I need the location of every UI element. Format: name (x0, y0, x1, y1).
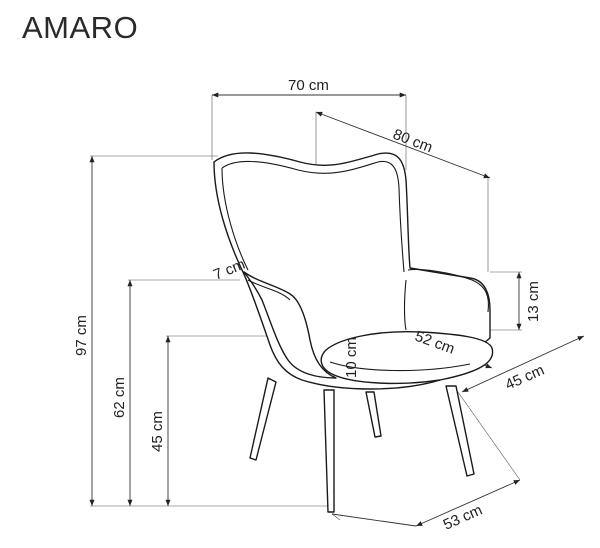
leg-back-left (249, 377, 277, 461)
label-seat-depth: 45 cm (503, 362, 547, 394)
dim-line-depth (315, 111, 491, 179)
dim-line-base-left (331, 513, 417, 527)
armrest-left (243, 271, 337, 379)
leg-front-left (323, 389, 335, 513)
label-back-thickness: 7 cm (211, 256, 248, 284)
product-title: AMARO (22, 10, 139, 45)
label-width: 70 cm (288, 77, 329, 94)
label-base-depth: 53 cm (441, 502, 485, 534)
label-seat-height: 45 cm (149, 411, 166, 452)
dim-line-seat-depth (461, 335, 585, 393)
dim-line-base-depth (415, 479, 521, 527)
label-arm-height: 62 cm (111, 377, 128, 418)
label-cushion-thickness: 10 cm (343, 337, 360, 378)
seat-cushion (320, 330, 494, 385)
label-height: 97 cm (73, 315, 90, 356)
armrest-right (407, 268, 490, 313)
leg-front-right (445, 385, 475, 477)
leg-back-right (365, 391, 382, 438)
backrest-inner (221, 160, 405, 273)
label-arm-above-seat: 13 cm (525, 281, 542, 322)
label-depth: 80 cm (391, 126, 435, 157)
chair-illustration (213, 152, 494, 513)
